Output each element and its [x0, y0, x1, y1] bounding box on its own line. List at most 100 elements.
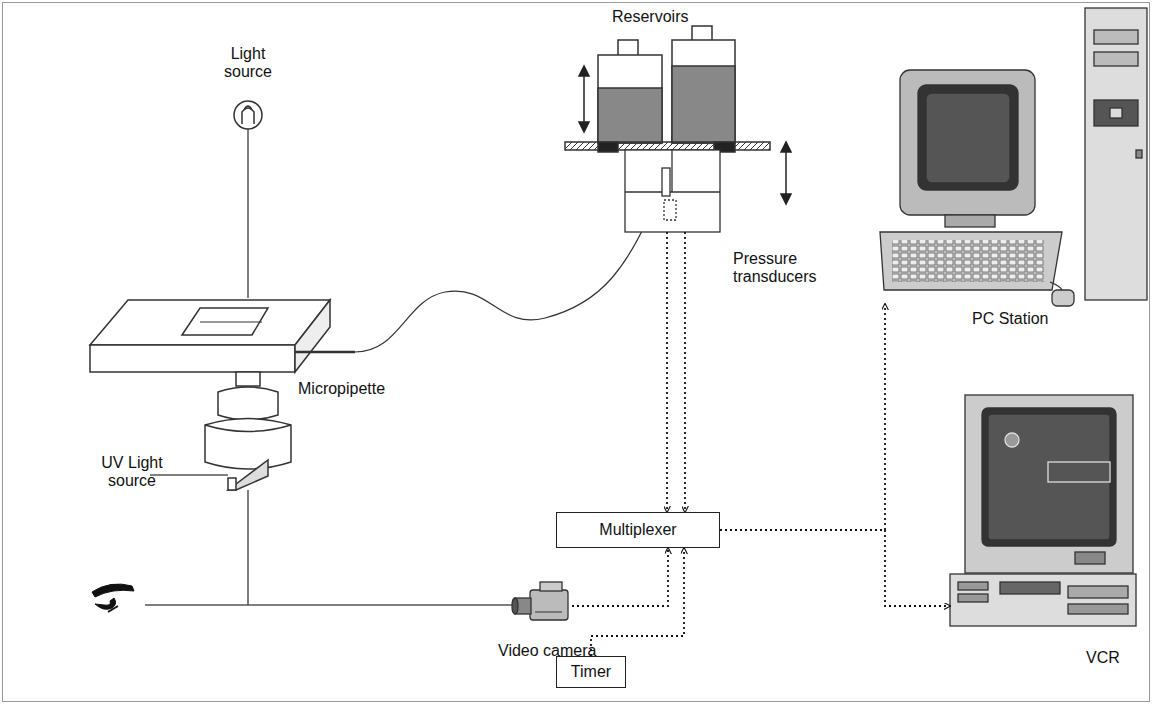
- height-arrows-part: [781, 194, 791, 204]
- light-bulb: [234, 101, 262, 129]
- vcr-monitor-part: [958, 594, 988, 602]
- pc-station-part: [892, 240, 1044, 282]
- height-arrows-part: [579, 66, 589, 76]
- vcr-node: VCR: [950, 395, 1136, 626]
- reservoirs-part: [598, 55, 662, 143]
- part-label: UV Light source: [96, 454, 168, 491]
- objective-lens-part: [236, 372, 260, 386]
- vcr-monitor-part: [950, 574, 1136, 626]
- dichroic-prism: [228, 460, 268, 490]
- vcr-monitor-part: [1068, 604, 1128, 614]
- microscope-stage-part: [182, 308, 268, 335]
- objective-lens-part: [205, 425, 291, 432]
- video-camera-part: [535, 612, 562, 613]
- transducer-housing-part: [625, 150, 720, 232]
- microscope-stage-part: [295, 300, 330, 372]
- eye-icon-part: [108, 606, 118, 612]
- signal-connector: [591, 548, 684, 656]
- micropipette: [295, 178, 665, 352]
- vcr-monitor-part: [988, 414, 1110, 540]
- camera-node: Video camera: [510, 582, 570, 622]
- part-label: Pressure transducers: [733, 250, 853, 287]
- dichroic-prism-part: [228, 460, 268, 490]
- vcr-monitor-part: [958, 582, 988, 590]
- pc-station-part: [1094, 100, 1138, 126]
- pc-station-part: [1094, 30, 1138, 44]
- micropipette-part: [295, 351, 355, 354]
- vcr-monitor-part: [1000, 582, 1060, 594]
- reservoirs: [565, 26, 770, 152]
- micropipette-part: [355, 178, 665, 352]
- pc-station-part: [880, 232, 1062, 290]
- pc-station-part: [1110, 108, 1122, 118]
- pc-station-part: [1094, 52, 1138, 66]
- microscope-stage-part: [90, 300, 330, 345]
- part-label: PC Station: [972, 310, 1092, 328]
- light-bulb-part: [234, 101, 262, 129]
- signal-connector: [720, 530, 950, 606]
- transducer-housing: [625, 150, 720, 232]
- signal-connector: [720, 304, 885, 530]
- box-label: Multiplexer: [599, 521, 676, 539]
- video-camera-part: [512, 598, 518, 614]
- height-arrows-part: [785, 148, 787, 198]
- eye-icon-part: [95, 598, 116, 609]
- optical-path-part: [150, 474, 228, 476]
- pc-station-part: [1136, 150, 1142, 158]
- objective-lens-part: [218, 387, 278, 420]
- objective-lens-part: [205, 419, 291, 470]
- height-arrows-part: [579, 122, 589, 132]
- eye-icon: [92, 584, 134, 612]
- optical-path-part: [247, 129, 249, 298]
- pc-station-part: [926, 93, 1010, 183]
- reservoirs-part: [672, 66, 735, 143]
- part-label: Light source: [218, 45, 278, 82]
- vcr-monitor-part: [982, 408, 1116, 546]
- vcr-monitor: [950, 395, 1136, 626]
- reservoirs-part: [598, 88, 662, 143]
- dichroic-prism-part: [228, 478, 236, 490]
- video-camera-part: [540, 582, 562, 591]
- signal-connector: [572, 548, 668, 606]
- light-bulb-part: [242, 108, 254, 124]
- objective-lens: [205, 372, 291, 469]
- reservoirs-part: [565, 142, 770, 150]
- reservoirs-part: [618, 40, 638, 56]
- reservoirs-part: [672, 40, 735, 143]
- video-camera-part: [530, 590, 568, 620]
- pc-station-part: [900, 70, 1035, 215]
- vcr-monitor-part: [1048, 462, 1110, 482]
- vcr-monitor-part: [965, 395, 1133, 573]
- part-label: Reservoirs: [612, 8, 732, 26]
- pc-station: [880, 8, 1147, 306]
- transducer-housing-part: [662, 168, 670, 196]
- signal-connector: [684, 232, 686, 512]
- part-label: Micropipette: [298, 380, 428, 398]
- microscope-stage-part: [90, 345, 295, 372]
- pc-station-part: [945, 215, 995, 227]
- part-label: VCR: [1086, 649, 1146, 667]
- video-camera: [512, 582, 568, 620]
- process-box: Timer: [556, 656, 626, 688]
- optical-path-part: [145, 604, 512, 606]
- microscope-stage-part: [200, 322, 262, 323]
- vcr-monitor-part: [1068, 586, 1128, 598]
- vcr-monitor-part: [1075, 552, 1105, 564]
- height-arrows-part: [781, 142, 791, 152]
- pc-station-part: [1052, 290, 1074, 306]
- process-box: Multiplexer: [556, 512, 720, 548]
- transducer-housing-part: [671, 150, 672, 192]
- pc-station-part: [1050, 282, 1062, 290]
- transducer-housing-part: [664, 200, 676, 220]
- microscope-stage: [90, 300, 330, 372]
- light-bulb-part: [244, 106, 252, 110]
- box-label: Timer: [571, 663, 611, 681]
- transducer-housing: Pressure transducers: [625, 150, 720, 232]
- height-arrows-part: [583, 72, 585, 126]
- reservoirs-part: [598, 142, 618, 152]
- pc-station-part: [1085, 8, 1147, 300]
- optical-path-part: [247, 490, 249, 605]
- pc-node: PC Station: [880, 8, 1148, 300]
